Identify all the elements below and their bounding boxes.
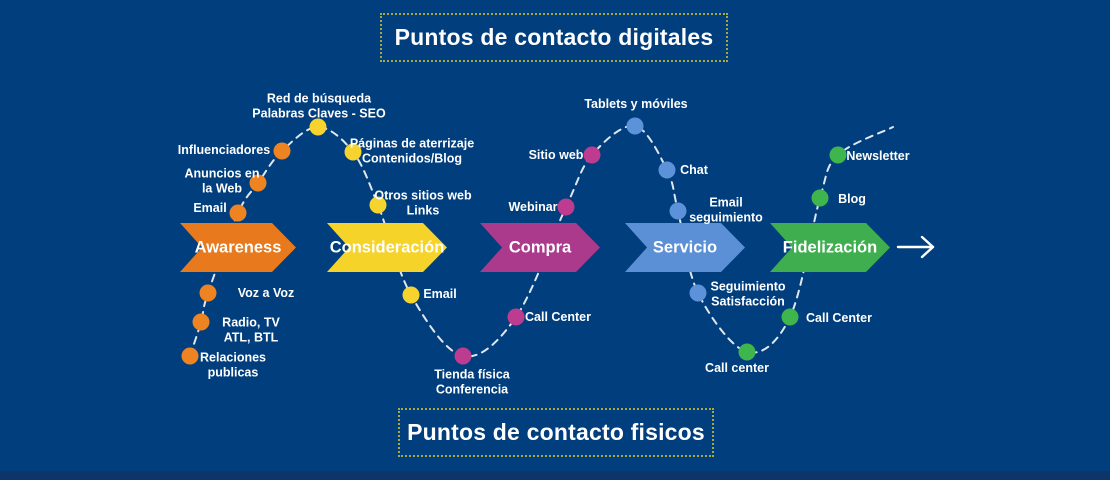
touchpoint-dot-tienda-fisica-conferencia [454, 347, 472, 365]
touchpoint-dot-newsletter [829, 146, 847, 164]
touchpoint-dot-tablets-y-moviles [626, 117, 644, 135]
touchpoint-dot-webinar [557, 198, 575, 216]
digital-touchpoints-title: Puntos de contacto digitales [380, 13, 728, 62]
touchpoint-dot-radio-tv-atl-btl [192, 313, 210, 331]
touchpoint-dot-sitio-web [583, 146, 601, 164]
touchpoint-dot-email-seguimiento [669, 202, 687, 220]
next-step-arrow-icon [896, 235, 935, 259]
touchpoint-dot-email-consideracion [402, 286, 420, 304]
stage-arrow-awareness [180, 223, 296, 272]
touchpoint-dot-otros-sitios-web [369, 196, 387, 214]
stage-arrow-servicio [625, 223, 745, 272]
stage-arrow-consideracion [327, 223, 447, 272]
touchpoint-dot-relaciones-publicas [181, 347, 199, 365]
touchpoint-dot-paginas-de-aterrizaje [344, 143, 362, 161]
touchpoint-dot-blog [811, 189, 829, 207]
touchpoint-dot-call-center-fidelizacion [781, 308, 799, 326]
touchpoint-dot-red-busqueda-seo [309, 118, 327, 136]
touchpoint-dot-anuncios-en-la-web [249, 174, 267, 192]
touchpoint-dot-call-center-servicio [738, 343, 756, 361]
touchpoint-dot-influenciadores [273, 142, 291, 160]
physical-touchpoints-title-text: Puntos de contacto fisicos [407, 419, 705, 445]
stage-arrow-compra [480, 223, 600, 272]
touchpoint-dot-voz-a-voz [199, 284, 217, 302]
touchpoint-dot-call-center-compra [507, 308, 525, 326]
bottom-edge-bar [0, 471, 1110, 480]
touchpoint-dot-seguimiento-satisfaccion [689, 284, 707, 302]
stage-arrow-fidelizacion [770, 223, 890, 272]
physical-touchpoints-title: Puntos de contacto fisicos [398, 408, 714, 457]
digital-touchpoints-title-text: Puntos de contacto digitales [394, 24, 714, 50]
touchpoint-dot-email-awareness [229, 204, 247, 222]
touchpoint-dot-chat [658, 161, 676, 179]
